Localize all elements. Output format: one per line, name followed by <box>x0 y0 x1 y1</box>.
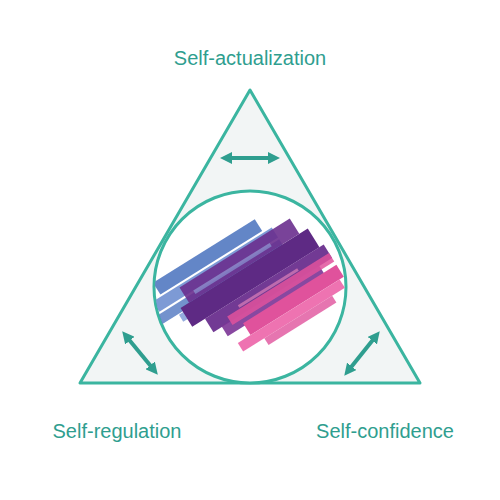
triangle-outline <box>80 90 420 383</box>
vertex-label: Self-regulation <box>53 419 182 443</box>
double-arrows <box>126 158 376 371</box>
paint-strokes <box>136 195 353 390</box>
inner-circle <box>154 191 346 383</box>
vertex-label: Self-confidence <box>316 419 454 443</box>
vertex-label: Self-actualization <box>174 46 326 70</box>
